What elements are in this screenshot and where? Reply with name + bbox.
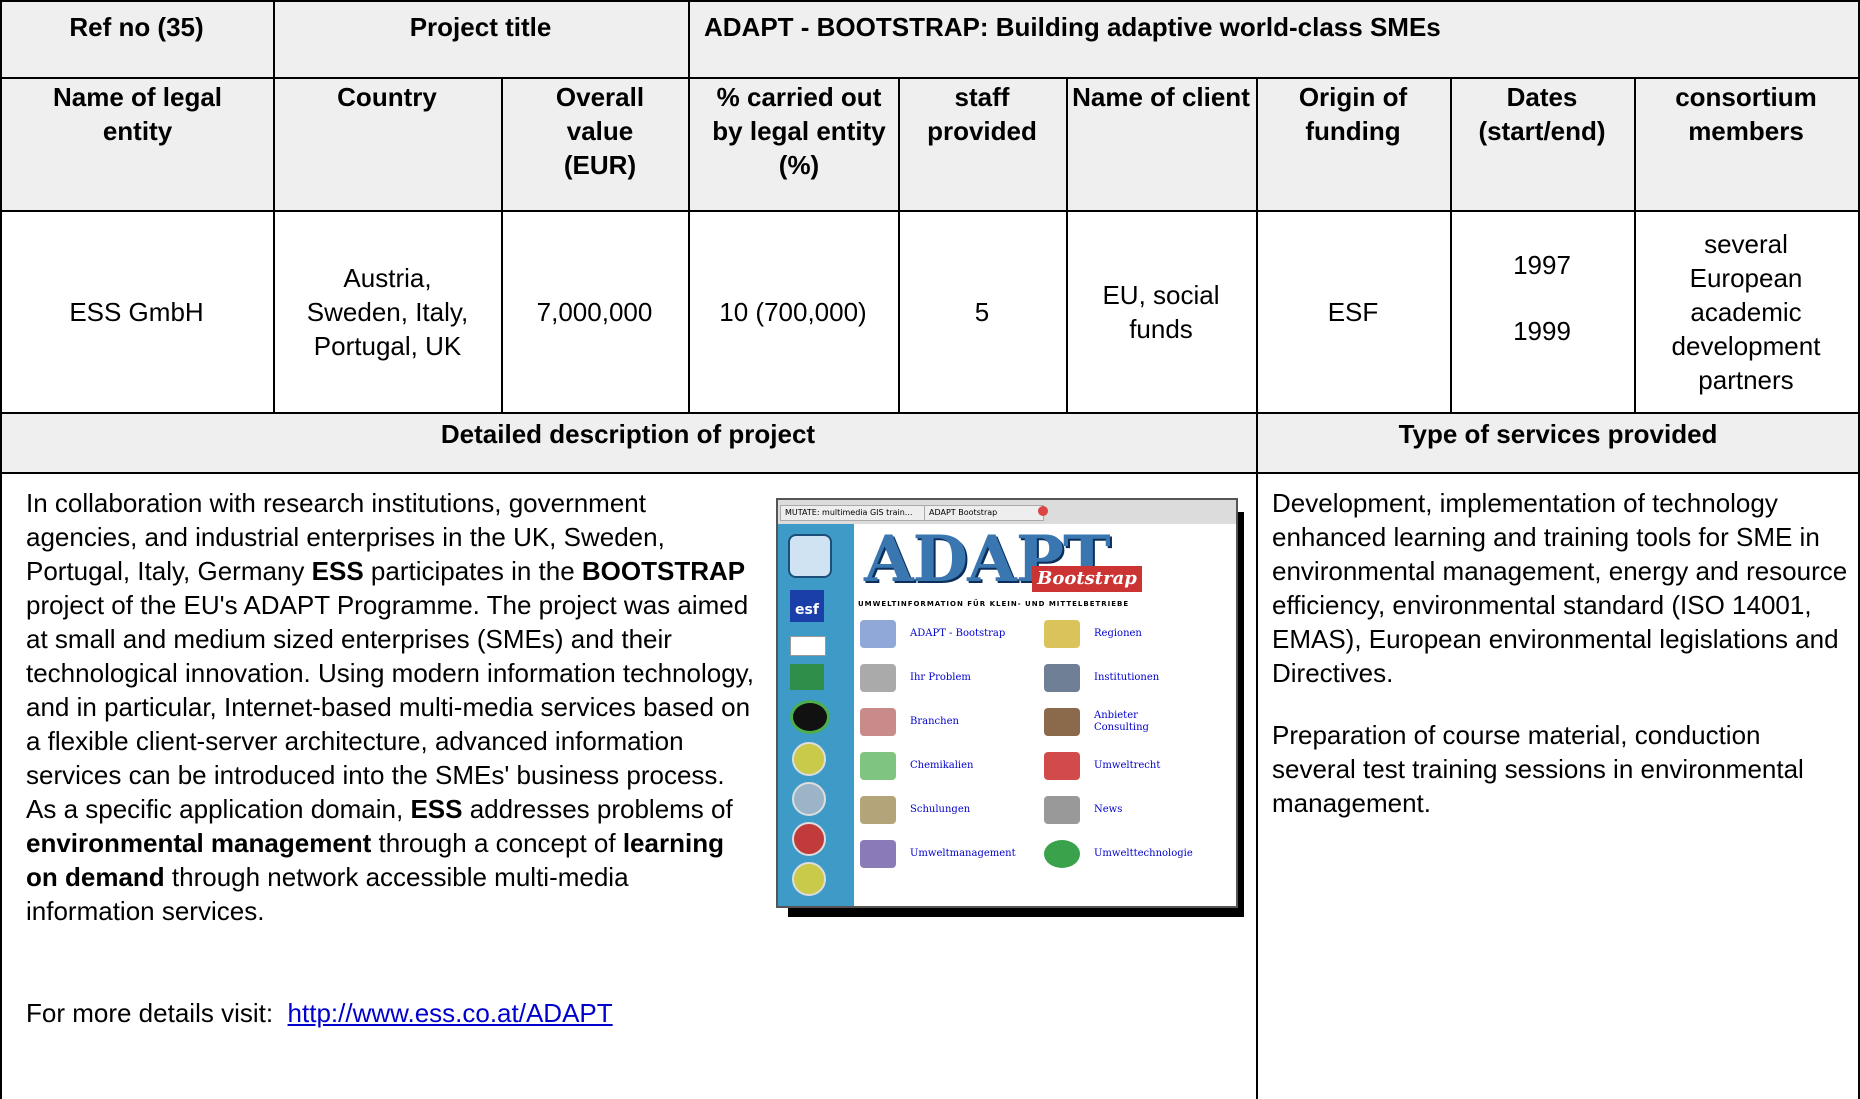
browser-tab-adapt: ADAPT Bootstrap	[924, 505, 1044, 521]
section-header-band	[0, 412, 1860, 472]
browser-tab-mutate: MUTATE: multimedia GIS train...	[780, 505, 930, 521]
project-title: ADAPT - BOOTSTRAP: Building adaptive wor…	[704, 12, 1441, 42]
close-icon	[1038, 506, 1048, 516]
col-client: Name of client	[1072, 82, 1250, 112]
esf-logo-icon: esf	[790, 590, 824, 622]
description-heading: Detailed description of project	[440, 419, 816, 449]
desc-bold: ESS	[311, 556, 364, 586]
more-details-label: For more details visit:	[26, 998, 274, 1028]
book-icon	[860, 796, 896, 824]
rule	[273, 0, 275, 412]
desc-text: In collaboration with research instituti…	[26, 488, 665, 586]
rule	[0, 210, 1860, 212]
rule	[501, 79, 503, 412]
services-p1: Development, implementation of technolog…	[1272, 488, 1848, 688]
desc-text: participates in the	[363, 556, 582, 586]
legal-entity-value: ESS GmbH	[69, 297, 204, 327]
site-sidebar: esf	[778, 524, 854, 906]
cell-client: EU, social funds	[1090, 212, 1232, 412]
col-dates: Dates (start/end)	[1478, 82, 1606, 146]
overall-value: 7,000,000	[536, 297, 653, 327]
desc-bold: ESS	[410, 794, 463, 824]
col-funding: Origin of funding	[1298, 82, 1408, 146]
wifi-logo-icon	[790, 700, 830, 734]
browser-tab-bar: MUTATE: multimedia GIS train... ADAPT Bo…	[778, 500, 1236, 525]
desc-text: through a concept of	[371, 828, 623, 858]
problem-icon	[860, 664, 896, 692]
more-details: For more details visit: http://www.ess.c…	[26, 996, 766, 1030]
staff-provided-value: 5	[974, 297, 990, 327]
cell-overall-value: 7,000,000	[501, 212, 688, 412]
consulting-icon	[1044, 708, 1080, 736]
search-icon	[792, 822, 826, 856]
consortium-value: several European academic development pa…	[1671, 229, 1821, 395]
more-details-link[interactable]: http://www.ess.co.at/ADAPT	[287, 998, 613, 1028]
desc-bold: BOOTSTRAP	[581, 556, 746, 586]
percent-carried-value: 10 (700,000)	[719, 297, 867, 327]
site-banner-subtitle: UMWELTINFORMATION FÜR KLEIN- UND MITTELB…	[858, 600, 1130, 608]
cell-funding: ESF	[1256, 212, 1450, 412]
rule	[1066, 79, 1068, 412]
desc-text: project of the EU's ADAPT Programme. The…	[26, 590, 754, 824]
date-end: 1999	[1513, 316, 1571, 346]
desc-text: through network accessible multi-media i…	[26, 862, 629, 926]
chart-icon	[860, 840, 896, 868]
home-icon	[792, 782, 826, 816]
project-title-label: Project title	[409, 12, 552, 42]
funding-value: ESF	[1327, 297, 1379, 327]
news-icon	[1044, 796, 1080, 824]
header-band	[0, 0, 1860, 79]
building-icon	[1044, 664, 1080, 692]
adapt-website-screenshot: MUTATE: multimedia GIS train... ADAPT Bo…	[776, 498, 1238, 908]
rule	[0, 0, 1860, 2]
mail-icon	[792, 862, 826, 896]
rule	[0, 412, 1860, 414]
help-icon	[792, 742, 826, 776]
col-staff-provided: staff provided	[927, 82, 1037, 146]
site-banner-bootstrap: Bootstrap	[1032, 566, 1142, 592]
rule	[1858, 0, 1860, 1099]
rule	[1450, 79, 1452, 412]
date-start: 1997	[1513, 250, 1571, 280]
cell-percent-carried: 10 (700,000)	[688, 212, 898, 412]
rule	[0, 472, 1860, 474]
ams-logo-icon	[790, 636, 826, 656]
col-percent-carried: % carried out by legal entity (%)	[712, 82, 886, 180]
logo-icon	[788, 534, 832, 578]
column-header-band	[0, 79, 1860, 210]
partner-logo-icon	[790, 664, 824, 690]
cell-legal-entity: ESS GmbH	[0, 212, 273, 412]
col-overall-value: Overall value (EUR)	[555, 82, 645, 180]
cell-country: Austria, Sweden, Italy, Portugal, UK	[290, 212, 485, 412]
cell-consortium: several European academic development pa…	[1660, 212, 1832, 412]
desc-bold: learning on demand	[26, 828, 724, 892]
recycle-icon	[1044, 840, 1080, 868]
desc-text: addresses problems of	[462, 794, 733, 824]
services-p2: Preparation of course material, conducti…	[1272, 720, 1804, 818]
col-consortium: consortium members	[1675, 82, 1817, 146]
region-icon	[1044, 620, 1080, 648]
desc-bold: environmental management	[26, 828, 372, 858]
map-icon	[860, 620, 896, 648]
law-icon	[1044, 752, 1080, 780]
cell-staff-provided: 5	[898, 212, 1066, 412]
rule	[0, 77, 1860, 79]
rule	[688, 0, 690, 412]
site-main: ADAPT Bootstrap UMWELTINFORMATION FÜR KL…	[854, 524, 1236, 906]
chemicals-icon	[860, 752, 896, 780]
project-description: In collaboration with research instituti…	[26, 486, 756, 928]
col-legal-entity: Name of legal entity	[52, 82, 223, 146]
country-value: Austria, Sweden, Italy, Portugal, UK	[306, 263, 469, 361]
rule	[1634, 79, 1636, 412]
factory-icon	[860, 708, 896, 736]
services-heading: Type of services provided	[1398, 419, 1718, 449]
rule	[1256, 79, 1258, 1099]
rule	[898, 79, 900, 412]
ref-no: Ref no (35)	[69, 12, 204, 42]
col-country: Country	[337, 82, 437, 112]
rule	[0, 0, 2, 1099]
client-value: EU, social funds	[1102, 280, 1220, 344]
